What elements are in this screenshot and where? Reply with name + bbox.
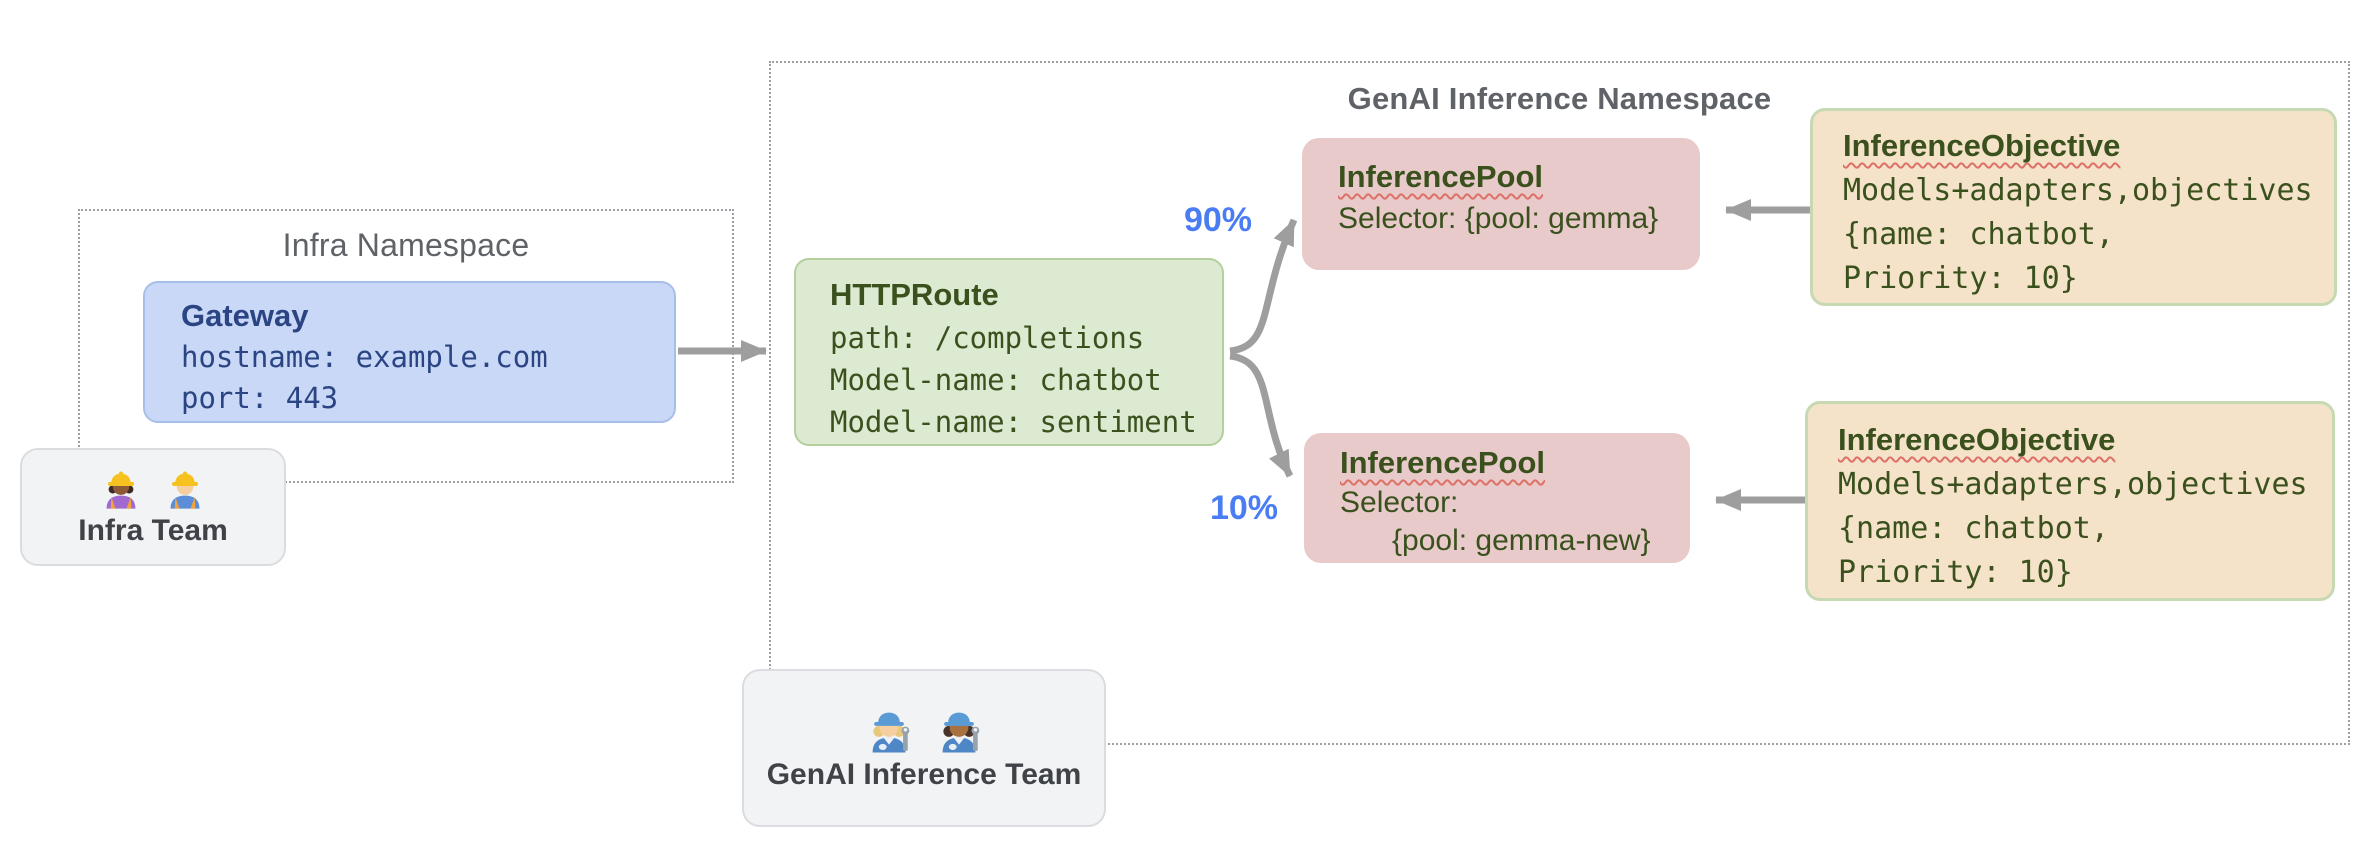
httproute-model-sentiment-line: Model-name: sentiment xyxy=(830,405,1197,439)
objective-bottom-models-line: Models+adapters,objectives xyxy=(1838,467,2308,502)
inference-pool-bottom-title: InferencePool xyxy=(1340,445,1545,480)
inference-objective-top-node: InferenceObjective Models+adapters,objec… xyxy=(1810,108,2337,306)
gateway-node: Gateway hostname: example.com port: 443 xyxy=(143,281,676,423)
inference-objective-bottom-title: InferenceObjective xyxy=(1838,422,2116,457)
httproute-model-chatbot-line: Model-name: chatbot xyxy=(830,363,1162,397)
gateway-title: Gateway xyxy=(181,298,309,333)
inference-pool-bottom-selector-line: Selector: xyxy=(1340,486,1459,519)
inference-pool-gemma-new-node: InferencePool Selector: {pool: gemma-new… xyxy=(1304,433,1690,563)
inference-objective-bottom-node: InferenceObjective Models+adapters,objec… xyxy=(1805,401,2335,601)
genai-team-icons xyxy=(864,704,984,754)
genai-inference-namespace-container: GenAI Inference Namespace xyxy=(769,61,2350,745)
genai-inference-team-card: GenAI Inference Team xyxy=(742,669,1106,827)
inference-pool-bottom-pool-line: {pool: gemma-new} xyxy=(1392,524,1651,557)
infra-team-card: Infra Team xyxy=(20,448,286,566)
construction-worker-light-skin-icon xyxy=(170,471,200,509)
inference-objective-top-title: InferenceObjective xyxy=(1843,128,2121,163)
infra-namespace-label: Infra Namespace xyxy=(282,227,530,263)
traffic-split-90-label: 90% xyxy=(1183,201,1253,239)
mechanic-light-skin-icon xyxy=(872,712,910,753)
genai-inference-namespace-label: GenAI Inference Namespace xyxy=(1347,81,1772,116)
infra-team-icons xyxy=(99,466,207,510)
arrow-httproute-to-pool-bottom xyxy=(1229,352,1294,478)
construction-worker-woman-dark-skin-icon xyxy=(106,471,136,509)
inference-pool-top-selector-line: Selector: {pool: gemma} xyxy=(1338,202,1659,235)
arrow-httproute-to-pool-top xyxy=(1229,218,1298,355)
httproute-title: HTTPRoute xyxy=(830,277,999,312)
gateway-port-line: port: 443 xyxy=(181,381,339,415)
httproute-node: HTTPRoute path: /completions Model-name:… xyxy=(794,258,1224,446)
objective-top-models-line: Models+adapters,objectives xyxy=(1843,173,2313,208)
objective-top-priority-line: Priority: 10} xyxy=(1843,261,2078,296)
infra-team-label: Infra Team xyxy=(78,514,228,547)
objective-top-name-line: {name: chatbot, xyxy=(1843,217,2114,252)
mechanic-medium-dark-skin-icon xyxy=(942,712,980,753)
traffic-split-10-label: 10% xyxy=(1209,489,1279,527)
httproute-path-line: path: /completions xyxy=(830,321,1145,355)
objective-bottom-priority-line: Priority: 10} xyxy=(1838,555,2073,590)
infra-namespace-container: Infra Namespace xyxy=(78,209,734,483)
genai-team-label: GenAI Inference Team xyxy=(766,758,1082,791)
objective-bottom-name-line: {name: chatbot, xyxy=(1838,511,2109,546)
gateway-hostname-line: hostname: example.com xyxy=(181,340,548,374)
inference-pool-gemma-node: InferencePool Selector: {pool: gemma} xyxy=(1302,138,1700,270)
inference-pool-top-title: InferencePool xyxy=(1338,159,1543,194)
